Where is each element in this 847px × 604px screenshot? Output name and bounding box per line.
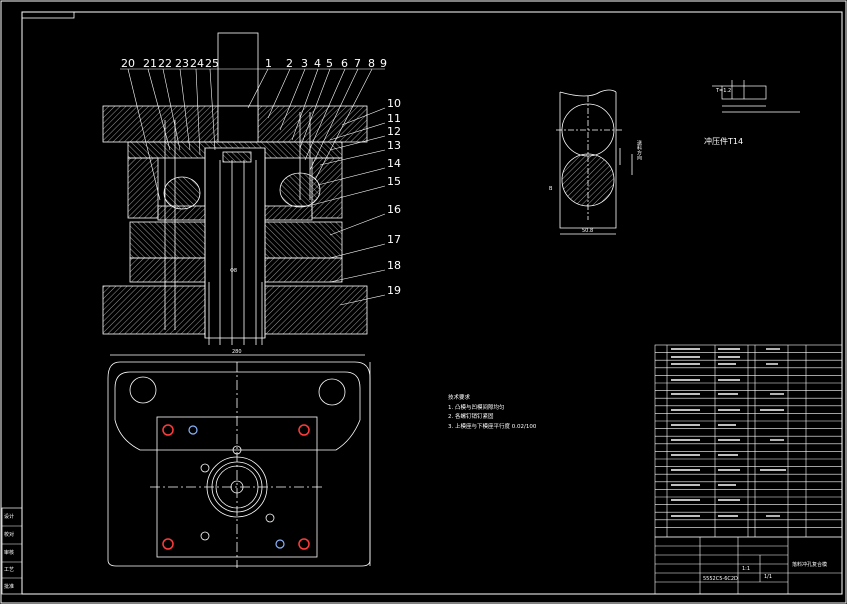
- tech-req-title: 技术要求: [448, 393, 471, 401]
- callout-11: 11: [387, 112, 401, 125]
- callout-7: 7: [354, 57, 361, 70]
- callout-3: 3: [301, 57, 308, 70]
- screw-icon: [298, 538, 310, 550]
- callout-23: 23: [175, 57, 189, 70]
- pin-icon: [188, 425, 198, 435]
- tech-req-item-1: 1. 凸模与凹模间隙均匀: [448, 403, 505, 411]
- callout-1: 1: [265, 57, 272, 70]
- callout-18: 18: [387, 259, 401, 272]
- sidebar-label-1: 校对: [4, 531, 14, 538]
- callout-15: 15: [387, 175, 401, 188]
- dim-small: Φ8: [230, 268, 237, 274]
- inner-border: [21, 11, 843, 595]
- die-opening-inner: [230, 480, 244, 494]
- tech-requirements: 技术要求 1. 凸模与凹模间隙均匀 2. 各螺钉销钉紧固 3. 上模座与下模座平…: [448, 393, 537, 430]
- left-sidebar-block: 设计 校对 审核 工艺 批准: [1, 507, 23, 595]
- callout-2: 2: [286, 57, 293, 70]
- part-label: 冲压件T14: [704, 136, 743, 146]
- callout-6: 6: [341, 57, 348, 70]
- callout-19: 19: [387, 284, 401, 297]
- callout-16: 16: [387, 203, 401, 216]
- sidebar-label-4: 批准: [4, 583, 14, 590]
- guide-hole-left: [129, 376, 157, 404]
- corner-tag: [21, 11, 75, 19]
- sidebar-label-2: 审核: [4, 549, 14, 556]
- callout-24: 24: [190, 57, 204, 70]
- guide-hole-right: [318, 378, 346, 406]
- callout-20: 20: [121, 57, 135, 70]
- plan-view: 280: [107, 349, 371, 568]
- feed-direction-label: 送料方向: [636, 139, 642, 160]
- tech-req-item-2: 2. 各螺钉销钉紧固: [448, 412, 494, 420]
- callout-13: 13: [387, 139, 401, 152]
- callouts-right: [311, 107, 386, 306]
- tech-req-item-3: 3. 上模座与下模座平行度 0.02/100: [448, 422, 537, 430]
- callout-25: 25: [205, 57, 219, 70]
- callouts-top: [120, 68, 385, 201]
- callout-10: 10: [387, 97, 401, 110]
- screw-icon: [162, 424, 174, 436]
- sidebar-label-0: 设计: [4, 513, 14, 520]
- lower-die-set-outline: [107, 361, 371, 567]
- callout-5: 5: [326, 57, 333, 70]
- drawing-number: 5552C5-6C2D: [703, 576, 738, 582]
- svg-text:280: 280: [232, 349, 242, 355]
- die-opening-outer: [206, 456, 268, 518]
- callout-8: 8: [368, 57, 375, 70]
- strip-layout-detail: 50.8 B: [549, 89, 633, 235]
- sidebar-label-3: 工艺: [4, 567, 14, 573]
- callout-9: 9: [380, 57, 387, 70]
- callout-12: 12: [387, 125, 401, 138]
- drawing-sheet-number: 1/1: [764, 574, 772, 580]
- pin-icon: [275, 539, 285, 549]
- callout-14: 14: [387, 157, 401, 170]
- screw-icon: [298, 424, 310, 436]
- callout-17: 17: [387, 233, 401, 246]
- callout-22: 22: [158, 57, 172, 70]
- drawing-name: 落料冲孔复合模: [792, 561, 827, 568]
- part-drawing: [712, 80, 800, 113]
- callout-numbers-right: 10 11 12 13 14 15 16 17 18 19: [387, 97, 401, 297]
- rubber-left: [163, 176, 201, 210]
- callout-numbers-top: 20 21 22 23 24 25 1 2 3 4 5 6 7 8 9: [121, 57, 387, 70]
- svg-text:B: B: [549, 186, 553, 192]
- drawing-scale: 1:1: [742, 566, 750, 572]
- callout-21: 21: [143, 57, 157, 70]
- callout-4: 4: [314, 57, 321, 70]
- parts-list-text-strokes: [671, 348, 786, 517]
- parts-list: [654, 344, 843, 538]
- front-section-view: Φ8: [102, 32, 368, 345]
- title-block: [654, 536, 843, 595]
- part-thickness: T=1.2: [715, 88, 731, 94]
- screws: [162, 424, 310, 550]
- screw-icon: [162, 538, 174, 550]
- detail-dim: 50.8: [582, 228, 593, 234]
